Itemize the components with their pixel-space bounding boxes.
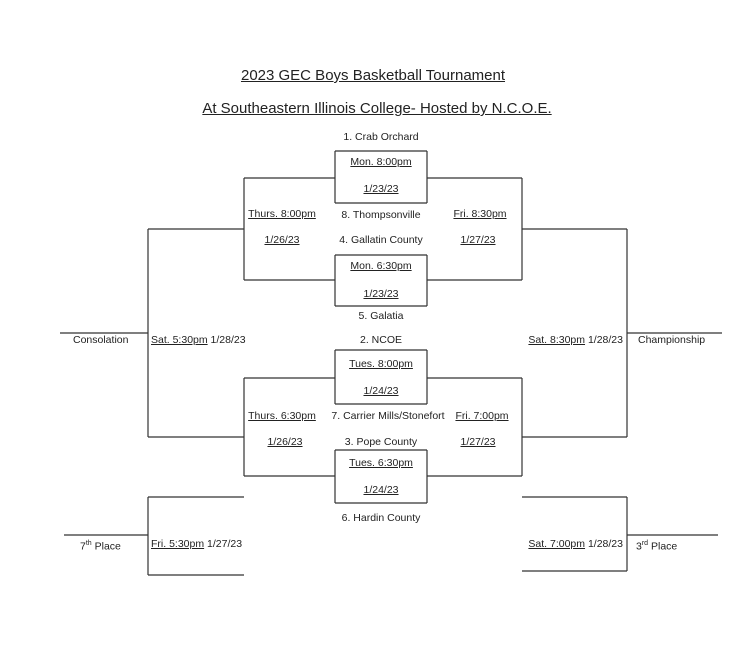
page-title: 2023 GEC Boys Basketball Tournament [240, 67, 506, 84]
consolation-label: Consolation [73, 334, 129, 346]
game1-date: 1/23/23 [363, 183, 399, 195]
game3-date: 1/24/23 [363, 385, 399, 397]
semi-bot-right-time: Fri. 7:00pm [455, 410, 509, 422]
team-seed-7: 7. Carrier Mills/Stonefort [331, 410, 445, 422]
third-place-label: 3rd Place [636, 540, 678, 553]
team-seed-6: 6. Hardin County [341, 512, 421, 524]
consolation-game: Sat. 5:30pm 1/28/23 [151, 334, 246, 346]
semi-top-left-time: Thurs. 8:00pm [248, 208, 316, 220]
team-seed-8: 8. Thompsonville [341, 209, 421, 221]
seventh-place-game: Fri. 5:30pm 1/27/23 [151, 538, 243, 550]
third-place-game: Sat. 7:00pm 1/28/23 [528, 538, 623, 550]
page-subtitle: At Southeastern Illinois College- Hosted… [202, 100, 552, 117]
team-seed-1: 1. Crab Orchard [343, 131, 419, 143]
semi-top-left-date: 1/26/23 [264, 234, 300, 246]
semi-bot-left-time: Thurs. 6:30pm [248, 410, 316, 422]
team-seed-2: 2. NCOE [359, 334, 403, 346]
game2-date: 1/23/23 [363, 288, 399, 300]
team-seed-4: 4. Gallatin County [339, 234, 423, 246]
team-seed-5: 5. Galatia [358, 310, 404, 322]
seventh-place-label: 7th Place [80, 540, 121, 553]
team-seed-3: 3. Pope County [344, 436, 418, 448]
game3-time: Tues. 8:00pm [349, 358, 413, 370]
game4-date: 1/24/23 [363, 484, 399, 496]
semi-bot-left-date: 1/26/23 [267, 436, 303, 448]
championship-label: Championship [638, 334, 706, 346]
semi-top-right-time: Fri. 8:30pm [453, 208, 507, 220]
semi-top-right-date: 1/27/23 [460, 234, 496, 246]
game4-time: Tues. 6:30pm [349, 457, 413, 469]
championship-game: Sat. 8:30pm 1/28/23 [528, 334, 623, 346]
game1-time: Mon. 8:00pm [350, 156, 412, 168]
semi-bot-right-date: 1/27/23 [460, 436, 496, 448]
game2-time: Mon. 6:30pm [350, 260, 412, 272]
